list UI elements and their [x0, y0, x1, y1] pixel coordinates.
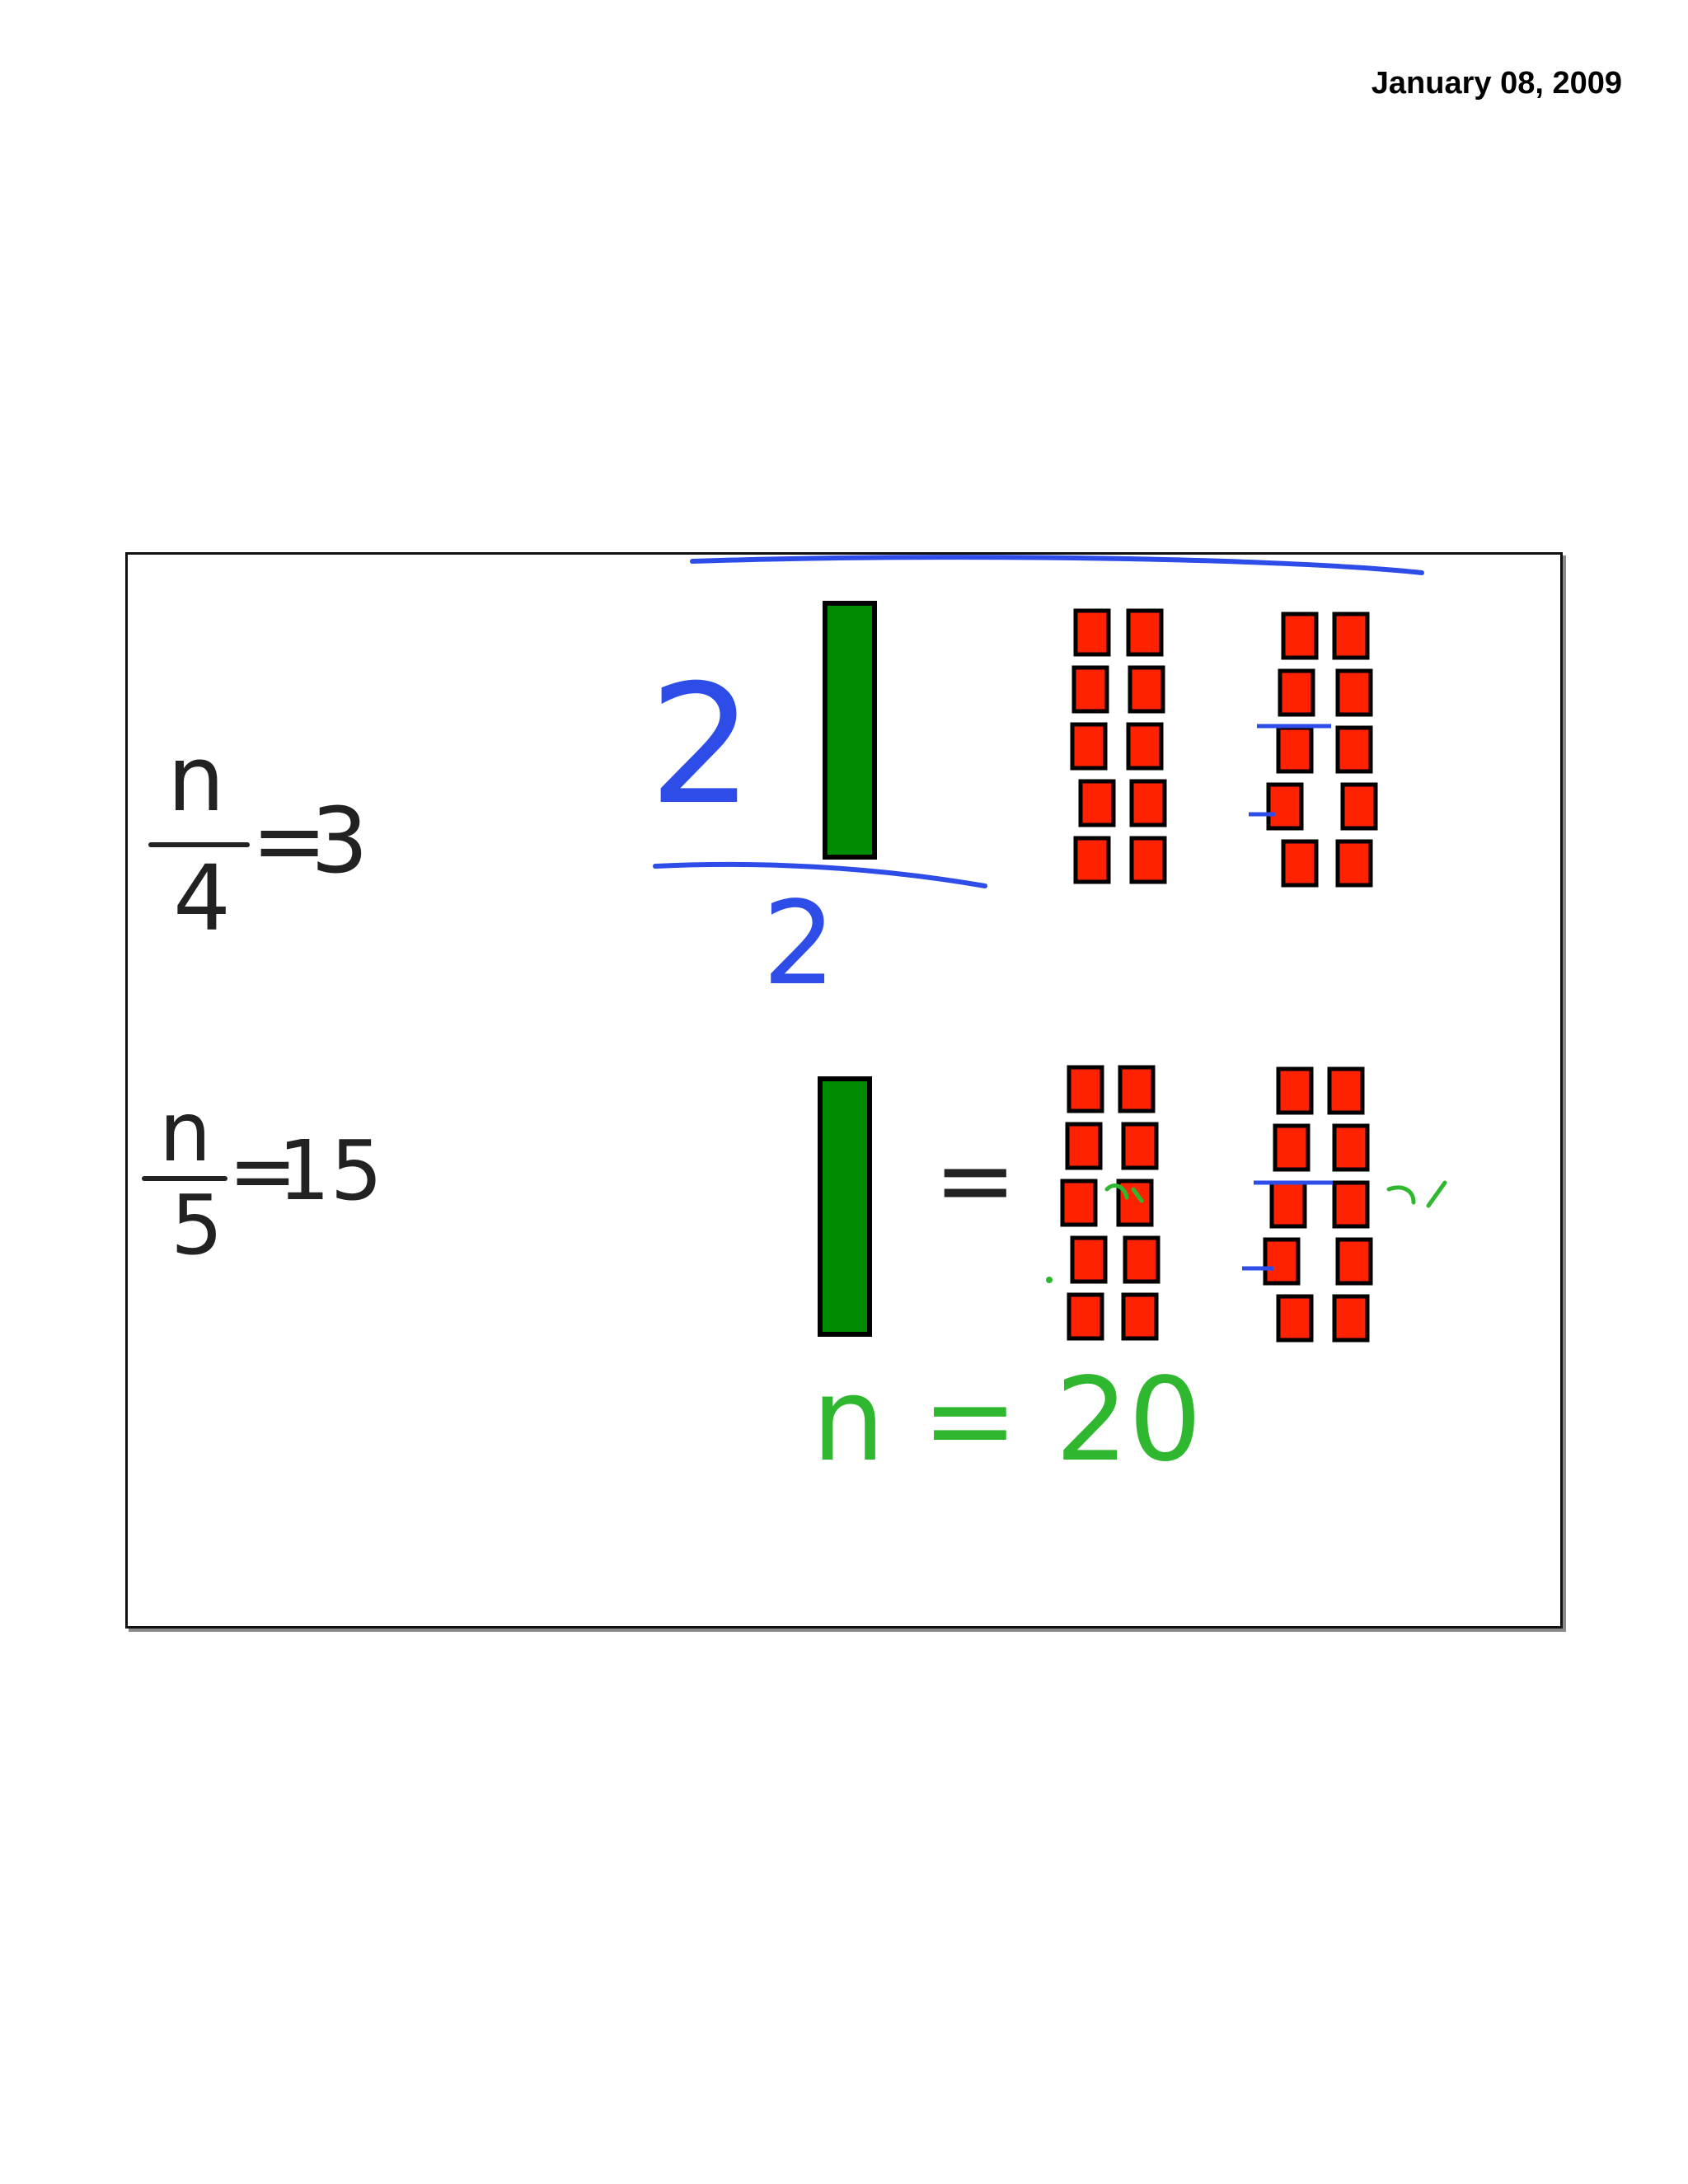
model2-tiles-group-1 [1060, 1065, 1160, 1341]
red-tile [1276, 725, 1314, 774]
red-tile [1281, 612, 1319, 660]
red-tile [1073, 836, 1111, 884]
red-tile [1281, 839, 1319, 888]
red-tile [1070, 722, 1108, 771]
green-dot [1046, 1277, 1053, 1283]
model1-left-top-digit: 2 [649, 649, 753, 841]
whiteboard-panel: n 4 = 3 n 5 = 15 2 2 = [125, 552, 1563, 1629]
red-tile [1335, 668, 1373, 717]
red-tile [1065, 1122, 1103, 1170]
red-tile [1126, 722, 1164, 771]
green-tick-mark-1 [1104, 1183, 1144, 1203]
model2-tiles-group-2 [1263, 1066, 1373, 1343]
model-2: = [818, 1065, 1447, 1343]
red-tile [1118, 1065, 1156, 1113]
answer-text: n = 20 [812, 1353, 1202, 1488]
top-bracket-line [690, 555, 1424, 575]
red-tile [1335, 839, 1373, 888]
eq1-numerator: n [167, 726, 225, 832]
red-tile [1121, 1292, 1159, 1341]
equation-n-over-5: n 5 = 15 [142, 1084, 382, 1273]
green-tick-mark-2 [1386, 1180, 1447, 1208]
red-tile [1263, 1237, 1301, 1286]
eq1-denominator: 4 [173, 846, 231, 951]
red-tile [1067, 1292, 1104, 1341]
red-tile [1332, 1180, 1370, 1229]
model2-equals: = [934, 1123, 1017, 1238]
red-tile [1278, 668, 1315, 717]
model1-tiles-group-1 [1070, 608, 1167, 884]
red-tile [1273, 1123, 1311, 1172]
red-tile [1129, 779, 1167, 827]
eq2-denominator: 5 [171, 1177, 223, 1273]
red-tile [1060, 1179, 1098, 1227]
red-tile [1269, 1180, 1307, 1229]
model1-divider-line [653, 861, 987, 888]
page-date: January 08, 2009 [1371, 66, 1622, 101]
red-tile [1070, 1235, 1108, 1284]
red-tile [1332, 1123, 1370, 1172]
model1-tiles-group-2 [1266, 612, 1378, 888]
red-tile [1123, 1235, 1160, 1284]
red-tile [1332, 1294, 1370, 1343]
red-tile [1078, 779, 1116, 827]
model1-left-bottom-digit: 2 [762, 877, 836, 1011]
red-tile [1121, 1122, 1159, 1170]
red-tile [1335, 1237, 1373, 1286]
model-1: 2 2 [649, 555, 1424, 1011]
red-tile [1276, 1066, 1314, 1115]
red-tile [1126, 608, 1164, 657]
red-tile [1276, 1294, 1314, 1343]
eq2-result: 15 [278, 1122, 382, 1219]
red-tile [1073, 608, 1111, 657]
red-tile [1067, 1065, 1104, 1113]
red-tile [1340, 782, 1378, 831]
eq1-result: 3 [311, 788, 368, 893]
red-tile [1128, 665, 1165, 714]
red-tile [1327, 1066, 1365, 1115]
model1-green-bar [823, 601, 877, 860]
equation-n-over-4: n 4 = 3 [148, 726, 368, 951]
red-tile [1335, 725, 1373, 774]
whiteboard-drawing: n 4 = 3 n 5 = 15 2 2 = [142, 555, 1447, 1488]
eq2-equals: = [228, 1122, 298, 1219]
eq2-numerator: n [159, 1084, 211, 1180]
red-tile [1071, 665, 1109, 714]
model2-green-bar [818, 1076, 872, 1337]
red-tile [1266, 782, 1304, 831]
eq1-equals: = [251, 788, 327, 893]
red-tile [1332, 612, 1370, 660]
red-tile [1129, 836, 1167, 884]
